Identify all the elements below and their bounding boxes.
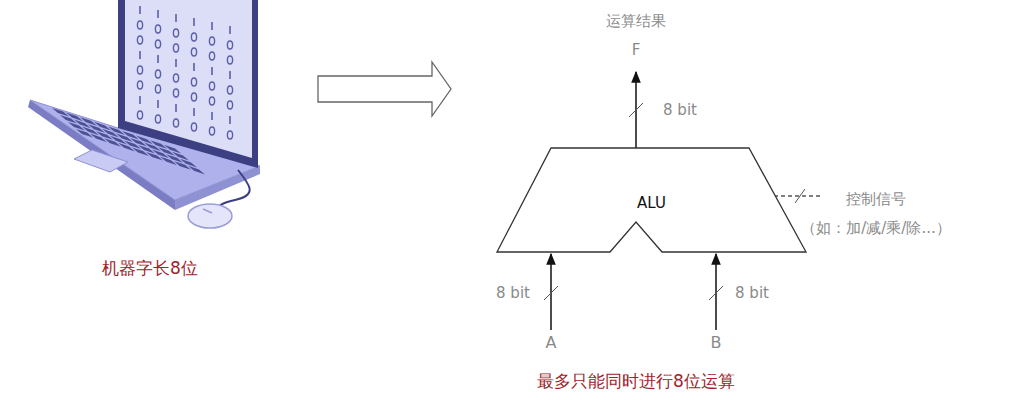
bus-slash	[709, 286, 723, 300]
signal-name: B	[711, 333, 722, 352]
bus-slash	[629, 103, 643, 117]
signal-name: F	[632, 41, 641, 59]
bus-slash	[544, 286, 558, 300]
alu-label: ALU	[497, 194, 806, 212]
alu-block: ALU	[497, 148, 806, 252]
hollow-arrow	[318, 62, 451, 116]
signal-name: A	[546, 333, 557, 352]
bit-width: 8 bit	[496, 284, 530, 302]
control-label: 控制信号	[846, 190, 906, 208]
bus-slash	[795, 189, 805, 203]
output-caption: 运算结果	[606, 12, 666, 30]
caption: 最多只能同时进行8位运算	[537, 371, 735, 391]
laptop-illustration	[28, 0, 260, 228]
control-note: （如：加/减/乘/除...）	[801, 219, 950, 237]
bit-width: 8 bit	[663, 101, 697, 119]
bit-width: 8 bit	[735, 284, 769, 302]
caption: 机器字长8位	[102, 258, 198, 278]
